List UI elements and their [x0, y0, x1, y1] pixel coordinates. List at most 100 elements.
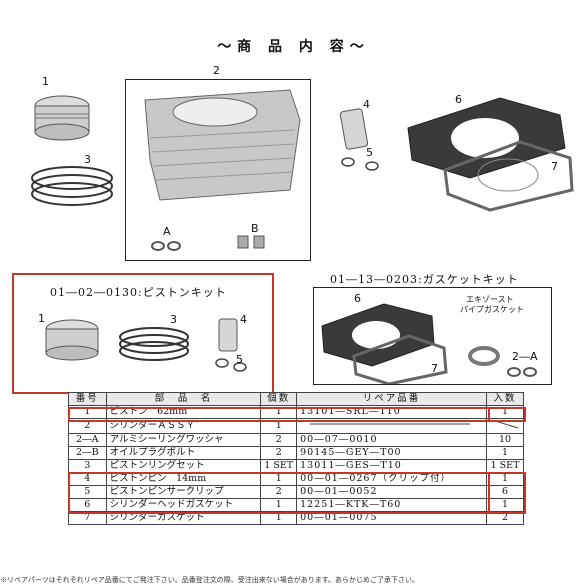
piston-kit-title: 01―02―0130:ピストンキット	[50, 286, 227, 299]
kit-callout-4: 4	[240, 313, 247, 326]
header-number: 番号	[68, 392, 107, 406]
bolt-image	[237, 235, 265, 249]
na-slash	[491, 419, 519, 429]
callout-3: 3	[84, 153, 91, 166]
cell-quantity: 1	[260, 405, 298, 419]
cell-number: 3	[68, 459, 107, 473]
piston-kit-illustration	[45, 318, 247, 372]
cell-quantity: 2	[260, 485, 298, 499]
page-title: ～商 品 内 容～	[217, 39, 370, 55]
cell-repair-number	[296, 418, 487, 434]
callout-7: 7	[551, 160, 558, 173]
cell-pack-qty: 10	[485, 433, 525, 447]
cell-part-name: オイルプラグボルト	[105, 446, 262, 460]
circlip-image	[341, 157, 379, 171]
gasket-callout-6: 6	[354, 292, 361, 305]
cell-part-name: シリンダーガスケット	[105, 511, 262, 525]
exhaust-gasket-label-1: エキゾースト	[466, 295, 514, 304]
gasket-callout-7: 7	[431, 362, 438, 375]
cylinder-frame	[125, 79, 311, 261]
cell-quantity: 1 SET	[260, 459, 298, 473]
piston-kit-box: 01―02―0130:ピストンキット 1 3 4 5	[12, 273, 274, 394]
gasket-kit-box: 6 7 2―A エキゾースト パイプガスケット	[313, 287, 552, 385]
table-row: 7 シリンダーガスケット 1 00―01―0075 2	[68, 511, 525, 525]
callout-6: 6	[455, 93, 462, 106]
header-pack-qty: 入数	[485, 392, 525, 406]
header-quantity: 個数	[260, 392, 298, 406]
cell-part-name: アルミシーリングワッシャ	[105, 433, 262, 447]
cell-part-name: ピストンリングセット	[105, 459, 262, 473]
cell-part-name: シリンダーヘッドガスケット	[105, 498, 262, 512]
cell-repair-number: 12251―KTK―T60	[296, 498, 487, 512]
cell-repair-number: 13101―SRL―T10	[296, 405, 487, 419]
callout-a: A	[163, 225, 171, 238]
table-row: 2 シリンダーＡＳＳＹ 1	[68, 418, 525, 434]
cell-pack-qty: 1	[485, 472, 525, 486]
cell-number: 2―A	[68, 433, 107, 447]
table-row: 4 ピストンピン 14mm 1 00―01―0267（クリップ付） 1	[68, 472, 525, 486]
cell-part-name: ピストンピン 14mm	[105, 472, 262, 486]
cell-pack-qty: 1	[485, 446, 525, 460]
cell-repair-number: 00―01―0075	[296, 511, 487, 525]
exhaust-gasket-label-2: パイプガスケット	[460, 305, 524, 314]
table-row: 2―B オイルプラグボルト 2 90145―GEY―T00 1	[68, 446, 525, 460]
callout-4: 4	[363, 98, 370, 111]
cylinder-image	[144, 89, 301, 201]
callout-1: 1	[42, 75, 49, 88]
piston-pin-image	[339, 108, 369, 150]
cell-number: 6	[68, 498, 107, 512]
cell-pack-qty: 2	[485, 511, 525, 525]
table-row: 5 ピストンピンサークリップ 2 00―01―0052 6	[68, 485, 525, 499]
kit-callout-5: 5	[236, 353, 243, 366]
cell-quantity: 2	[260, 433, 298, 447]
parts-table: 番号 部 品 名 個数 リペア品番 入数 1 ピストン 62mm 1 13101…	[68, 392, 525, 525]
piston-image	[34, 95, 90, 141]
cell-number: 7	[68, 511, 107, 525]
piston-rings-image	[31, 166, 113, 206]
cell-quantity: 2	[260, 446, 298, 460]
cell-pack-qty	[485, 418, 525, 434]
cell-quantity: 1	[260, 472, 298, 486]
callout-5: 5	[366, 146, 373, 159]
callout-b: B	[251, 222, 259, 235]
cell-pack-qty: 1	[485, 498, 525, 512]
cell-number: 2―B	[68, 446, 107, 460]
cell-pack-qty: 1 SET	[485, 459, 525, 473]
gasket-callout-2a: 2―A	[512, 350, 538, 363]
cell-part-name: ピストン 62mm	[105, 405, 262, 419]
cell-repair-number: 13011―GES―T10	[296, 459, 487, 473]
cell-repair-number: 00―01―0052	[296, 485, 487, 499]
cell-quantity: 1	[260, 511, 298, 525]
cell-repair-number: 00―01―0267（クリップ付）	[296, 472, 487, 486]
cell-part-name: シリンダーＡＳＳＹ	[105, 418, 262, 434]
washer-image	[151, 241, 181, 251]
cell-number: 4	[68, 472, 107, 486]
cell-pack-qty: 1	[485, 405, 525, 419]
cell-number: 1	[68, 405, 107, 419]
head-gasket-image	[407, 97, 566, 179]
cell-pack-qty: 6	[485, 485, 525, 499]
header-repair-number: リペア品番	[296, 392, 487, 406]
parts-illustration	[31, 89, 574, 251]
cell-repair-number: 90145―GEY―T00	[296, 446, 487, 460]
gasket-kit-title: 01―13―0203:ガスケットキット	[330, 273, 519, 286]
footer-note: ※リペアパーツはそれぞれリペア品番にてご発注下さい。品番登注文の際、受注出来ない…	[0, 576, 420, 584]
table-row: 6 シリンダーヘッドガスケット 1 12251―KTK―T60 1	[68, 498, 525, 512]
table-row: 3 ピストンリングセット 1 SET 13011―GES―T10 1 SET	[68, 459, 525, 473]
table-row: 1 ピストン 62mm 1 13101―SRL―T10 1	[68, 405, 525, 419]
cell-repair-number: 00―07―0010	[296, 433, 487, 447]
cell-quantity: 1	[260, 418, 298, 434]
na-line	[310, 423, 471, 425]
cell-number: 2	[68, 418, 107, 434]
cell-quantity: 1	[260, 498, 298, 512]
kit-callout-1: 1	[38, 312, 45, 325]
gasket-kit-illustration	[321, 303, 537, 384]
cell-number: 5	[68, 485, 107, 499]
cylinder-gasket-image	[443, 140, 574, 212]
callout-2: 2	[213, 64, 220, 77]
header-part-name: 部 品 名	[105, 392, 262, 406]
table-row: 2―A アルミシーリングワッシャ 2 00―07―0010 10	[68, 433, 525, 447]
table-header-row: 番号 部 品 名 個数 リペア品番 入数	[68, 392, 525, 406]
kit-callout-3: 3	[170, 313, 177, 326]
cell-part-name: ピストンピンサークリップ	[105, 485, 262, 499]
